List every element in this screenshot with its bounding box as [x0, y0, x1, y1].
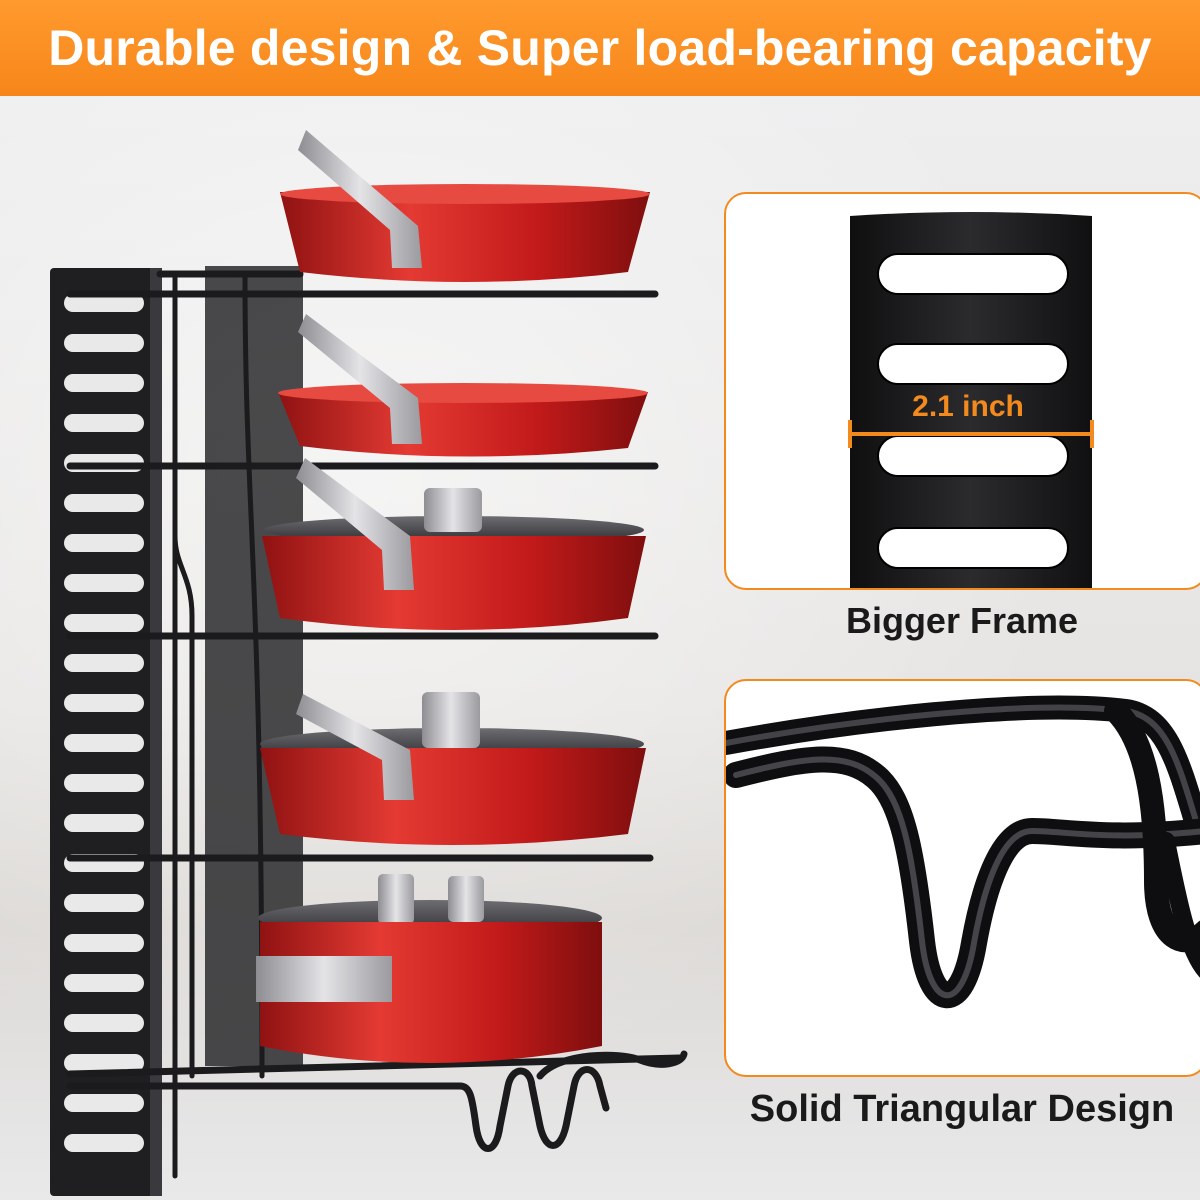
- rack-base-wire: [66, 1050, 688, 1152]
- bigger-frame-callout: 2.1 inch: [724, 192, 1200, 590]
- frying-pan-1: [280, 130, 650, 282]
- triangular-wire-closeup-illustration: [726, 695, 1200, 1009]
- bigger-frame-caption: Bigger Frame: [845, 600, 1079, 641]
- width-dimension-line: [848, 420, 1094, 448]
- stock-pot-with-lid: [256, 874, 602, 1063]
- frame-width-label: 2.1 inch: [912, 390, 1024, 423]
- banner-title: Durable design & Super load-bearing capa…: [48, 20, 1152, 76]
- deep-pan-with-lid: [260, 692, 646, 845]
- rack-front-panel: [50, 268, 162, 1196]
- triangular-design-caption: Solid Triangular Design: [749, 1088, 1175, 1130]
- frame-closeup-illustration: [848, 212, 1094, 588]
- triangular-design-callout: [724, 679, 1200, 1077]
- pan-rack-illustration: [50, 130, 688, 1196]
- frying-pan-2: [278, 314, 648, 457]
- top-banner: Durable design & Super load-bearing capa…: [0, 0, 1200, 96]
- saute-pan-with-lid: [262, 458, 646, 630]
